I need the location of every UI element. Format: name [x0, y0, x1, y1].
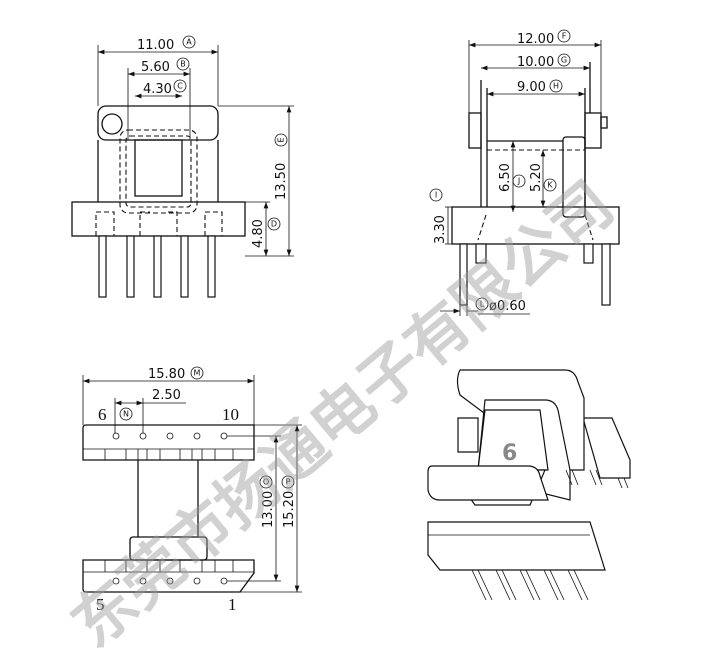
dim-ref: P	[286, 478, 291, 487]
mounting-hole	[101, 113, 123, 135]
dim-value: ø0.60	[489, 299, 526, 314]
dim-ref: H	[553, 82, 559, 91]
side-view: 12.00 F 10.00 G 9.00 H 6.50 J 5.20 K 3.3…	[429, 29, 620, 316]
pin-label: 1	[228, 595, 237, 614]
pin-label: 10	[222, 405, 239, 424]
dim-value: 5.20	[529, 163, 544, 192]
dim-ref: M	[194, 369, 201, 378]
dim-ref: F	[562, 32, 567, 41]
top-flange	[97, 105, 219, 141]
dim-ref: B	[180, 60, 186, 69]
dim-value: 11.00	[137, 38, 174, 53]
pin-label: 6	[98, 405, 107, 424]
dim-value: 2.50	[152, 388, 181, 403]
dim-value: 15.20	[282, 491, 297, 528]
dim-ref: L	[480, 300, 485, 309]
dim-value: 4.80	[251, 219, 266, 248]
dim-ref: D	[271, 220, 277, 229]
core-window	[134, 139, 183, 197]
dim-ref: N	[123, 410, 129, 419]
dim-value: 10.00	[517, 55, 554, 70]
dim-ref: E	[277, 137, 286, 142]
pins	[98, 235, 216, 298]
dim-value: 5.60	[141, 60, 170, 75]
dim-ref: C	[177, 82, 183, 91]
dim-value: 9.00	[517, 80, 546, 95]
pin-label: 5	[96, 595, 105, 614]
dim-value: 15.80	[148, 367, 185, 382]
model-number-label: 6	[502, 441, 517, 466]
dim-value: 12.00	[517, 32, 554, 47]
dim-value: 3.30	[433, 215, 448, 244]
bottom-view: 15.80 M 2.50 N 13.00 O 15.20 P 6 10 5 1	[82, 366, 302, 614]
dim-value: 4.30	[143, 82, 172, 97]
dim-ref: G	[561, 56, 567, 65]
dim-value: 6.50	[498, 163, 513, 192]
dim-ref: K	[547, 181, 553, 190]
dim-ref: J	[517, 177, 520, 186]
base	[451, 206, 620, 245]
dim-value: 13.00	[261, 491, 276, 528]
dim-ref: I	[435, 191, 437, 200]
dim-value: 13.50	[274, 163, 289, 200]
isometric-view: 6	[427, 369, 631, 601]
pin-holes	[112, 432, 228, 585]
dim-ref: A	[186, 38, 192, 47]
pins	[459, 243, 611, 306]
front-view: 11.00 A 5.60 B 4.30 C 13.50 E 4.80 D	[71, 35, 294, 298]
pins	[471, 469, 629, 601]
dim-ref: O	[263, 478, 269, 487]
